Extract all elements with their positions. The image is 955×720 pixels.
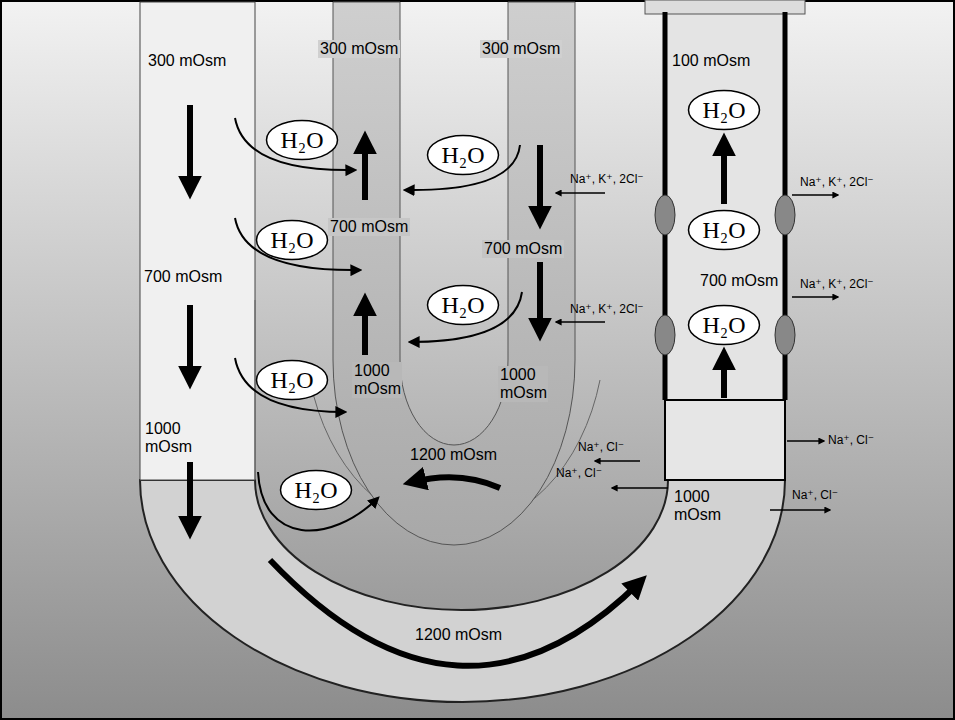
water-oval: H₂O xyxy=(279,469,353,511)
osmolarity-label: 700 mOsm xyxy=(144,268,222,286)
osmolarity-label: 1200 mOsm xyxy=(415,626,502,644)
water-label: H₂O xyxy=(255,366,329,394)
ion-label: Na⁺, Cl⁻ xyxy=(828,433,874,447)
ion-label: Na⁺, Cl⁻ xyxy=(578,440,624,454)
water-oval: H₂O xyxy=(687,89,761,131)
ion-label: Na⁺, K⁺, 2Cl⁻ xyxy=(800,175,874,189)
water-label: H₂O xyxy=(687,216,761,244)
water-label: H₂O xyxy=(255,226,329,254)
water-oval: H₂O xyxy=(255,359,329,401)
osmolarity-label: 1200 mOsm xyxy=(410,446,497,464)
water-oval: H₂O xyxy=(255,219,329,261)
water-label: H₂O xyxy=(687,311,761,339)
water-oval: H₂O xyxy=(426,134,500,176)
osmolarity-label: 100 mOsm xyxy=(672,52,750,70)
ion-label: Na⁺, K⁺, 2Cl⁻ xyxy=(800,277,874,291)
osmolarity-label: 700 mOsm xyxy=(328,218,410,236)
water-label: H₂O xyxy=(687,96,761,124)
ion-label: Na⁺, Cl⁻ xyxy=(556,466,602,480)
water-oval: H₂O xyxy=(687,209,761,251)
osmolarity-label: 700 mOsm xyxy=(700,272,778,290)
osmolarity-label: 300 mOsm xyxy=(318,40,400,58)
osmolarity-label: 700 mOsm xyxy=(482,240,564,258)
ion-label: Na⁺, Cl⁻ xyxy=(792,488,838,502)
water-oval: H₂O xyxy=(687,304,761,346)
ion-label: Na⁺, K⁺, 2Cl⁻ xyxy=(570,172,644,186)
water-label: H₂O xyxy=(265,126,339,154)
osmolarity-label: 300 mOsm xyxy=(480,40,562,58)
water-label: H₂O xyxy=(426,141,500,169)
osmolarity-label: 1000 mOsm xyxy=(352,362,402,398)
osmolarity-label: 1000 mOsm xyxy=(674,488,720,524)
osmolarity-label: 1000 mOsm xyxy=(145,420,191,456)
water-label: H₂O xyxy=(426,291,500,319)
ion-label: Na⁺, K⁺, 2Cl⁻ xyxy=(570,302,644,316)
water-oval: H₂O xyxy=(265,119,339,161)
water-label: H₂O xyxy=(279,476,353,504)
osmolarity-label: 300 mOsm xyxy=(148,52,226,70)
osmolarity-label: 1000 mOsm xyxy=(498,366,548,402)
water-oval: H₂O xyxy=(426,284,500,326)
